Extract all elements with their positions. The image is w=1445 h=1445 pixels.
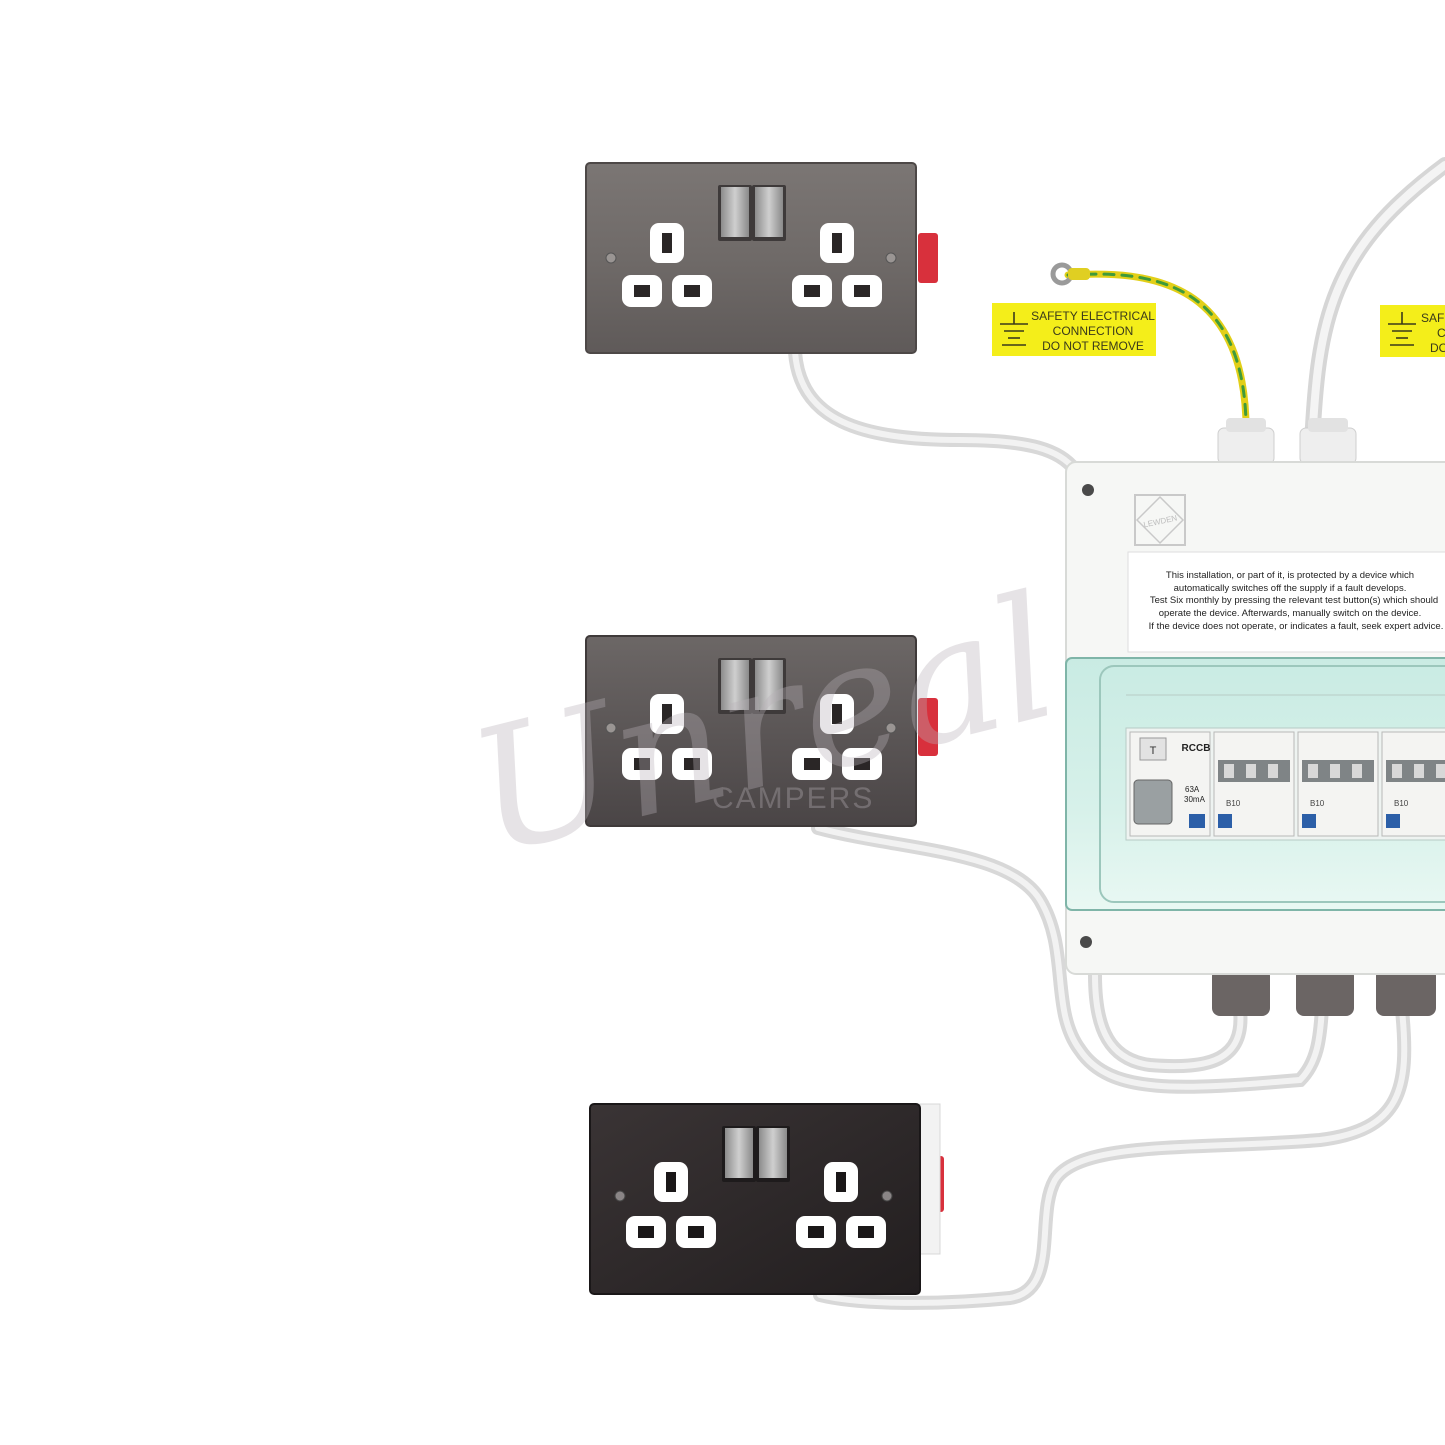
red-clip [918,233,938,283]
outlet-right [796,1162,886,1248]
notice-line-4: operate the device. Afterwards, manually… [1159,608,1421,619]
notice-line-3: Test Six monthly by pressing the relevan… [1150,595,1438,606]
safety-label-1-line1: SAFETY ELECTRICAL [1031,309,1155,323]
rocker-switches [722,1126,790,1182]
safety-label-1-line3: DO NOT REMOVE [1042,339,1144,353]
socket-1-cable [788,345,1082,477]
mcb-1-rating: B10 [1226,799,1241,808]
outlet-left [626,1162,716,1248]
mcb-2-rating: B10 [1310,799,1325,808]
outlet-left [622,694,712,780]
consumer-unit: LEWDEN This installation, or part of it,… [1065,418,1445,1016]
test-notice: This installation, or part of it, is pro… [1127,551,1445,653]
earth-symbol-icon [1000,312,1028,346]
rccb-test-button: T [1150,745,1157,757]
watermark-sub: CAMPERS [712,782,874,815]
notice-line-1: This installation, or part of it, is pro… [1166,570,1414,581]
safety-label-1-line2: CONNECTION [1053,324,1134,338]
notice-line-5: If the device does not operate, or indic… [1149,621,1444,632]
socket-2 [585,635,938,827]
outlet-right [792,694,882,780]
rccb-rating: 63A [1185,785,1200,794]
rccb-sensitivity: 30mA [1184,795,1206,804]
safety-label-2-line3: DO [1430,341,1445,355]
outlet-right [792,223,882,307]
clear-cover: T RCCB 63A 30mA B10 [1065,657,1445,911]
bottom-glands [1212,968,1436,1016]
socket-3 [589,1103,944,1295]
watermark: Unreal CAMPERS [453,559,1074,894]
cables [788,157,1445,1310]
earth-wire [1064,270,1250,444]
top-glands [1217,418,1357,465]
mcb-2: B10 [1297,731,1379,837]
watermark-script: Unreal [453,559,1074,894]
red-clip [918,698,938,756]
earth-symbol-icon [1388,312,1416,346]
mcb-3: B10 [1381,731,1445,837]
rocker-switches [718,185,786,241]
rccb: T RCCB 63A 30mA [1129,731,1211,837]
outlet-left [622,223,712,307]
safety-label-2-line2: C [1437,326,1445,340]
socket-1 [585,162,938,354]
rccb-title: RCCB [1182,743,1211,754]
notice-line-2: automatically switches off the supply if… [1174,583,1407,594]
ring-terminal [1050,262,1090,286]
rocker-switches [718,658,786,714]
brand-logo: LEWDEN [1134,494,1186,546]
mcb-3-rating: B10 [1394,799,1409,808]
safety-label-2: SAFE C DO [1380,305,1445,357]
safety-label-1: SAFETY ELECTRICAL CONNECTION DO NOT REMO… [992,303,1156,356]
mcb-1: B10 [1213,731,1295,837]
safety-label-2-line1: SAFE [1421,311,1445,325]
